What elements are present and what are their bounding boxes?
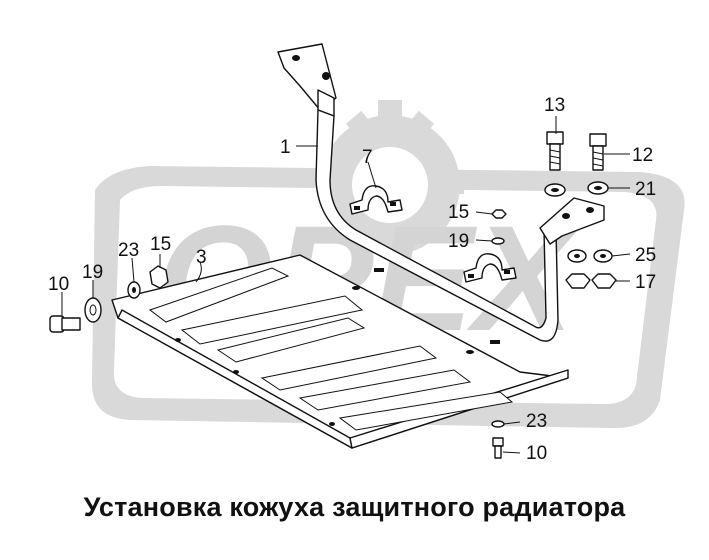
bolt-bottom — [492, 437, 504, 459]
bolt-long — [589, 133, 607, 171]
callout-nut-lock: 17 — [635, 272, 656, 293]
callout-labels: 1 3 7 10 10 12 13 15 15 17 19 19 21 23 2… — [48, 95, 656, 464]
washer-left — [84, 297, 102, 323]
callout-washer-plain: 21 — [635, 179, 656, 200]
washer-bottom — [491, 420, 505, 428]
leader-lines — [61, 116, 631, 454]
nuts-lock — [565, 273, 617, 289]
callout-bolt-short: 13 — [544, 95, 565, 116]
callout-washer-top: 19 — [448, 231, 469, 252]
washer-top — [491, 237, 505, 245]
washer-left2 — [127, 281, 141, 299]
washers-spring — [567, 249, 613, 263]
washers-plain — [544, 181, 609, 197]
callout-nut-top: 15 — [448, 202, 469, 223]
callout-clamp: 7 — [362, 147, 373, 168]
callout-bolt-left: 10 — [48, 274, 69, 295]
callout-washer-bottom: 23 — [526, 411, 547, 432]
callout-bolt-long: 12 — [632, 145, 653, 166]
callout-washer-spring: 25 — [635, 245, 656, 266]
tubular-bracket — [277, 43, 605, 342]
clamp-lower — [463, 253, 517, 283]
clamp-upper — [349, 185, 403, 215]
bolt-left — [49, 315, 81, 333]
callout-bolt-bottom: 10 — [526, 443, 547, 464]
bolt-short — [546, 131, 564, 171]
callout-washer-left: 19 — [82, 262, 103, 283]
diagram-caption: Установка кожуха защитного радиатора — [83, 492, 626, 522]
callout-bracket: 1 — [280, 137, 291, 158]
callout-washer-left2: 23 — [118, 240, 139, 261]
callout-nut-left: 15 — [150, 234, 171, 255]
guard-plate — [111, 254, 569, 449]
nut-top — [491, 209, 507, 219]
callout-guard: 3 — [196, 247, 207, 268]
nut-left — [149, 265, 169, 289]
